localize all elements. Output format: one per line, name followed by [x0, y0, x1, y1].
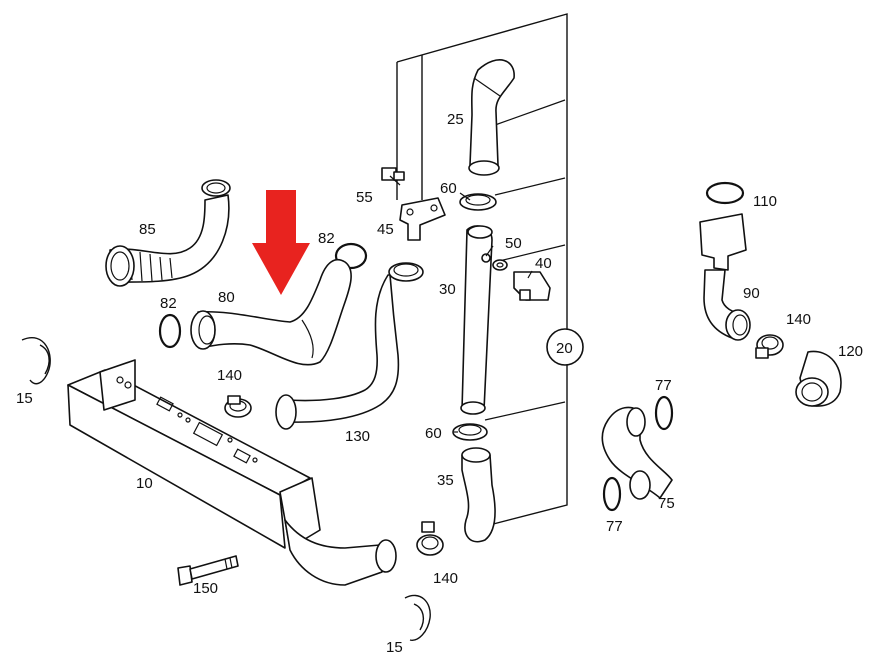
bolt-part-55[interactable] — [381, 167, 405, 181]
label-82-a: 82 — [318, 230, 335, 247]
o-ring-part-82-b[interactable] — [158, 313, 182, 349]
callout-part-20[interactable] — [546, 328, 584, 366]
label-15-b: 15 — [386, 639, 403, 656]
label-140-b: 140 — [433, 570, 458, 587]
label-90: 90 — [743, 285, 760, 302]
clamp-part-60-b[interactable] — [452, 423, 488, 441]
clip-part-15-a[interactable] — [21, 337, 51, 385]
label-130: 130 — [345, 428, 370, 445]
pipe-part-25[interactable] — [468, 59, 515, 176]
washer-part-50[interactable] — [492, 259, 508, 271]
leader-lines — [389, 175, 533, 433]
pipe-part-30[interactable] — [460, 225, 493, 415]
highlight-arrow — [252, 190, 310, 295]
label-20: 20 — [556, 340, 573, 357]
label-150: 150 — [193, 580, 218, 597]
label-60-b: 60 — [425, 425, 442, 442]
clip-part-15-b[interactable] — [404, 594, 431, 641]
clamp-part-140-c[interactable] — [755, 334, 784, 359]
clamp-part-140-b[interactable] — [416, 521, 444, 556]
bolt-part-150[interactable] — [177, 555, 239, 586]
o-ring-part-77-a[interactable] — [654, 395, 674, 431]
hose-part-85[interactable] — [105, 179, 231, 287]
elbow-part-120[interactable] — [795, 350, 842, 407]
label-50: 50 — [505, 235, 522, 252]
sensor-part-40[interactable] — [513, 271, 551, 301]
label-82-b: 82 — [160, 295, 177, 312]
bracket-outline — [396, 13, 568, 531]
label-110: 110 — [753, 193, 777, 210]
pipe-part-35[interactable] — [461, 447, 496, 543]
label-140-c: 140 — [786, 311, 811, 328]
intercooler-part-10[interactable] — [67, 359, 397, 586]
label-45: 45 — [377, 221, 394, 238]
hose-part-90[interactable] — [699, 213, 751, 341]
o-ring-part-77-b[interactable] — [602, 476, 622, 512]
pipe-part-130[interactable] — [275, 262, 424, 430]
label-30: 30 — [439, 281, 456, 298]
label-120: 120 — [838, 343, 863, 360]
o-ring-part-82-a[interactable] — [334, 242, 368, 270]
label-10: 10 — [136, 475, 153, 492]
label-40: 40 — [535, 255, 552, 272]
label-80: 80 — [218, 289, 235, 306]
o-ring-part-110[interactable] — [705, 181, 745, 205]
label-77-a: 77 — [655, 377, 672, 394]
sensor-part-45[interactable] — [399, 197, 446, 241]
label-15-a: 15 — [16, 390, 33, 407]
clamp-part-140-a[interactable] — [224, 395, 252, 418]
hose-part-80[interactable] — [190, 258, 352, 366]
label-60-a: 60 — [440, 180, 457, 197]
label-35: 35 — [437, 472, 454, 489]
label-140-a: 140 — [217, 367, 242, 384]
hose-part-75[interactable] — [601, 406, 673, 500]
clamp-part-60-a[interactable] — [459, 193, 497, 211]
label-77-b: 77 — [606, 518, 623, 535]
label-75: 75 — [658, 495, 675, 512]
label-55: 55 — [356, 189, 373, 206]
label-85: 85 — [139, 221, 156, 238]
part-labels: 10 15 15 20 25 30 35 40 45 50 55 60 60 7… — [16, 111, 863, 656]
label-25: 25 — [447, 111, 464, 128]
